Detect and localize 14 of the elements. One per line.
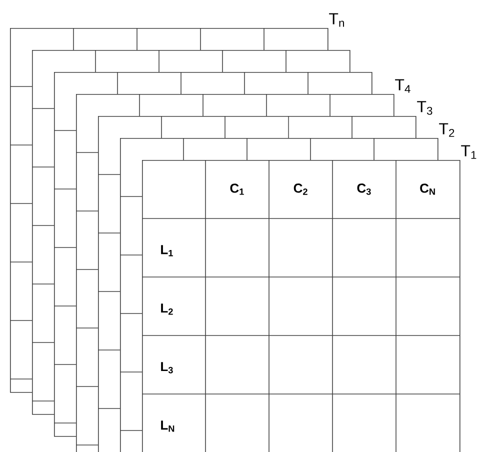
row-header: L$_{3}$ <box>161 362 173 374</box>
layer-label: T$_{2}$ <box>439 123 454 137</box>
layer-label: T$_{1}$ <box>461 145 476 159</box>
layer-label: T$_{n}$ <box>329 13 344 27</box>
column-header: C$_{2}$ <box>294 184 308 195</box>
row-header: L$_{N}$ <box>161 420 174 432</box>
row-header: L$_{1}$ <box>161 245 173 256</box>
column-header: C$_{N}$ <box>420 184 435 195</box>
table-layer <box>142 160 460 452</box>
layer-label: T$_{4}$ <box>395 79 410 93</box>
row-header: L$_{2}$ <box>161 304 173 315</box>
column-header: C$_{3}$ <box>357 184 371 195</box>
column-header: C$_{1}$ <box>230 184 244 195</box>
layer-label: T$_{3}$ <box>417 101 432 115</box>
